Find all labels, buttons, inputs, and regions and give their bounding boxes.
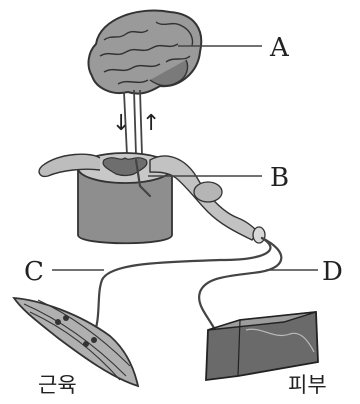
- descending-arrow: ↓: [112, 111, 130, 136]
- label-b: B: [270, 163, 289, 193]
- caption-skin: 피부: [288, 373, 327, 397]
- caption-muscle: 근육: [38, 373, 77, 397]
- spinal-cord: [39, 153, 265, 243]
- label-a: A: [269, 33, 290, 63]
- dorsal-root-ganglion: [194, 182, 222, 202]
- spinal-nerve-end: [253, 227, 265, 243]
- label-c: C: [24, 257, 44, 287]
- skin: [206, 312, 318, 380]
- ascending-arrow: ↑: [142, 111, 160, 136]
- label-d: D: [322, 257, 343, 287]
- brain: [89, 10, 202, 93]
